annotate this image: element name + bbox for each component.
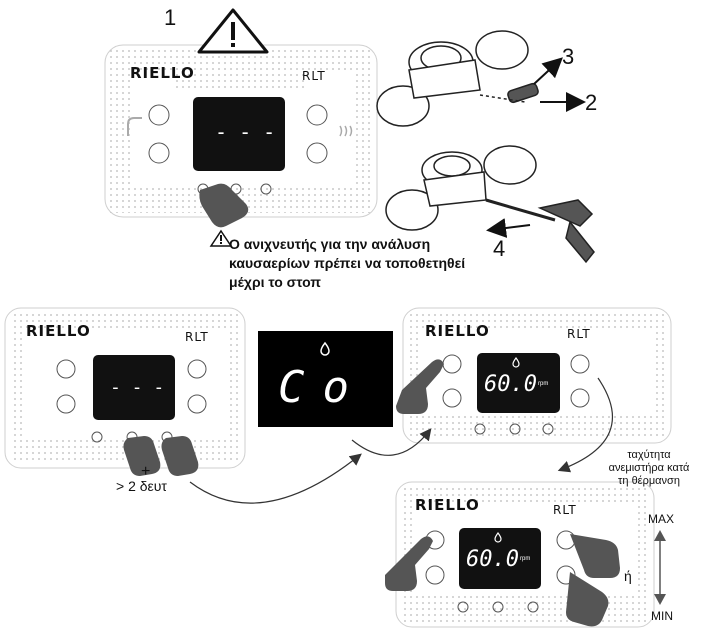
or-label: ή [624,568,632,584]
power-icon[interactable] [91,431,103,443]
fan-note-line-3: τη θέρμανση [618,475,680,487]
brand-logo: RIELLO [425,322,490,340]
display-value: 60.0 [484,372,537,397]
fan-speed-note: ταχύτητα ανεμιστήρα κατά τη θέρμανση [597,449,701,488]
fan-note-line-2: ανεμιστήρα κατά [608,462,690,474]
minus-button[interactable] [148,142,170,164]
flame-icon [494,531,502,543]
arrow-up-icon [654,530,666,541]
plus-button[interactable] [570,354,590,374]
settings-icon[interactable] [260,183,272,195]
reset-icon[interactable] [492,601,504,613]
display-value: 60.0 [466,547,519,572]
brand-logo: RIELLO [26,322,91,340]
model-label: RLT [567,327,591,341]
plus-button[interactable] [306,104,328,126]
settings-icon[interactable] [542,423,554,435]
display-screen [477,353,560,413]
brand-logo: RIELLO [130,64,195,82]
combo-plus-sign: + [141,463,151,480]
hand-pointer-icon [123,436,161,476]
plus-button[interactable] [442,354,462,374]
control-panel-3 [396,307,672,444]
brand-logo: RIELLO [415,496,480,514]
radiator-icon [339,125,353,137]
fan-note-line-1: ταχύτητα [627,449,671,461]
step-4-label: 4 [493,236,506,261]
tap-icon [127,117,142,136]
flame-icon [320,341,330,356]
co-display [258,331,393,427]
minus-button[interactable] [425,565,445,585]
model-label: RLT [185,330,209,344]
hand-pointer-icon [570,534,620,578]
display-unit: rpm [538,381,549,387]
plus-button[interactable] [556,530,576,550]
step-3-label: 3 [562,44,575,69]
flue-adapter-probe-illustration [385,145,595,264]
hand-pointer-icon [566,572,609,627]
minus-button[interactable] [187,394,207,414]
max-label: MAX [648,512,675,526]
co-display-text: Co [278,362,367,413]
display-text: - - - [110,377,165,398]
control-panel-1 [104,44,378,228]
power-icon[interactable] [457,601,469,613]
minus-button[interactable] [442,388,462,408]
warning-text: Ο ανιχνευτής για την ανάλυση καυσαερίων … [229,235,465,292]
plus-button[interactable] [148,104,170,126]
control-panel-2 [4,307,246,476]
power-icon[interactable] [474,423,486,435]
plus-button[interactable] [56,359,76,379]
reset-icon[interactable] [509,423,521,435]
display-text: - - - [215,120,276,144]
warning-line-2: καυσαερίων πρέπει να τοποθετηθεί [229,255,466,271]
plus-button[interactable] [187,359,207,379]
step-2-label: 2 [585,90,598,115]
minus-button[interactable] [56,394,76,414]
display-screen [93,355,175,420]
hand-pointer-icon [396,359,444,414]
flow-arrow-2 [351,428,432,456]
flame-icon [512,356,520,368]
hold-duration-label: > 2 δευτ [116,478,167,494]
hand-pointer-icon [199,183,249,228]
display-screen [459,528,541,589]
minus-button[interactable] [570,388,590,408]
warning-line-1: Ο ανιχνευτής για την ανάλυση [229,236,431,252]
settings-icon[interactable] [527,601,539,613]
warning-small-icon [209,229,233,247]
display-screen [193,97,285,171]
warning-line-3: μέχρι το στοπ [229,274,321,290]
minus-button[interactable] [306,142,328,164]
step-1-label: 1 [164,5,177,30]
hand-pointer-icon [385,536,433,591]
model-label: RLT [302,69,326,83]
arrow-insert-probe [486,218,531,238]
flow-arrow-3 [557,377,614,473]
arrow-to-3 [533,57,563,85]
control-panel-4 [385,481,655,628]
hand-pointer-icon [161,436,199,476]
model-label: RLT [553,503,577,517]
display-unit: rpm [520,556,531,562]
flow-arrow-1 [189,453,362,504]
flue-adapter-illustration [376,30,539,127]
arrow-down-icon [654,594,666,605]
warning-triangle-icon [197,8,269,54]
min-label: MIN [651,609,673,623]
